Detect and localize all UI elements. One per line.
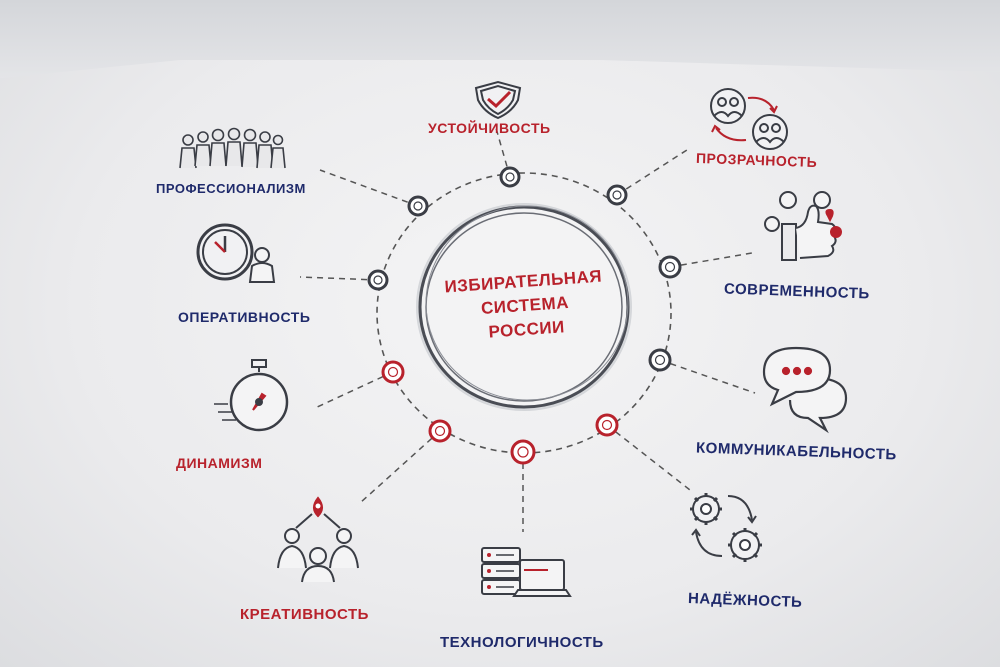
label-tekhnologichnost: ТЕХНОЛОГИЧНОСТЬ <box>440 634 604 651</box>
server-laptop-icon <box>481 547 572 597</box>
label-operativnost: ОПЕРАТИВНОСТЬ <box>178 309 311 325</box>
dot-kreativnost <box>428 419 452 443</box>
connector-prozrachnost <box>616 147 691 196</box>
gears-icon <box>690 493 762 562</box>
connector-operativnost <box>299 276 379 281</box>
central-hub <box>416 203 632 411</box>
connector-ustoychivost <box>495 127 511 178</box>
dot-sovremennost <box>658 255 682 279</box>
crowd-icon <box>179 127 286 169</box>
dot-kommunikabelnost <box>648 348 672 372</box>
dot-ustoychivost <box>499 166 521 188</box>
connector-lines <box>299 127 756 532</box>
dot-dinamizm <box>381 360 405 384</box>
label-ustoychivost: УСТОЙЧИВОСТЬ <box>428 120 551 136</box>
node-dots <box>367 166 682 465</box>
chat-bubbles-icon <box>762 346 848 434</box>
connector-sovremennost <box>669 252 753 268</box>
clock-person-icon <box>196 223 276 283</box>
label-professionalizm: ПРОФЕССИОНАЛИЗМ <box>156 181 306 196</box>
people-exchange-icon <box>710 88 788 150</box>
dot-nadezhnost <box>595 413 619 437</box>
connector-kreativnost <box>359 430 441 504</box>
center-title: ИЗБИРАТЕЛЬНАЯ СИСТЕМА РОССИИ <box>418 263 633 349</box>
label-dinamizm: ДИНАМИЗМ <box>176 455 263 471</box>
label-kreativnost: КРЕАТИВНОСТЬ <box>240 606 369 623</box>
stopwatch-icon <box>214 359 289 432</box>
team-idea-icon <box>277 496 359 583</box>
connector-nadezhnost <box>606 424 691 491</box>
dot-prozrachnost <box>606 184 628 206</box>
connector-dinamizm <box>314 371 394 409</box>
shield-check-icon <box>474 80 522 120</box>
thumbs-up-icon <box>764 191 842 261</box>
connector-kommunikabelnost <box>659 359 756 394</box>
dot-professionalizm <box>407 195 429 217</box>
dot-operativnost <box>367 269 389 291</box>
connector-professionalizm <box>319 169 419 207</box>
dot-tekhnologichnost <box>510 439 536 465</box>
